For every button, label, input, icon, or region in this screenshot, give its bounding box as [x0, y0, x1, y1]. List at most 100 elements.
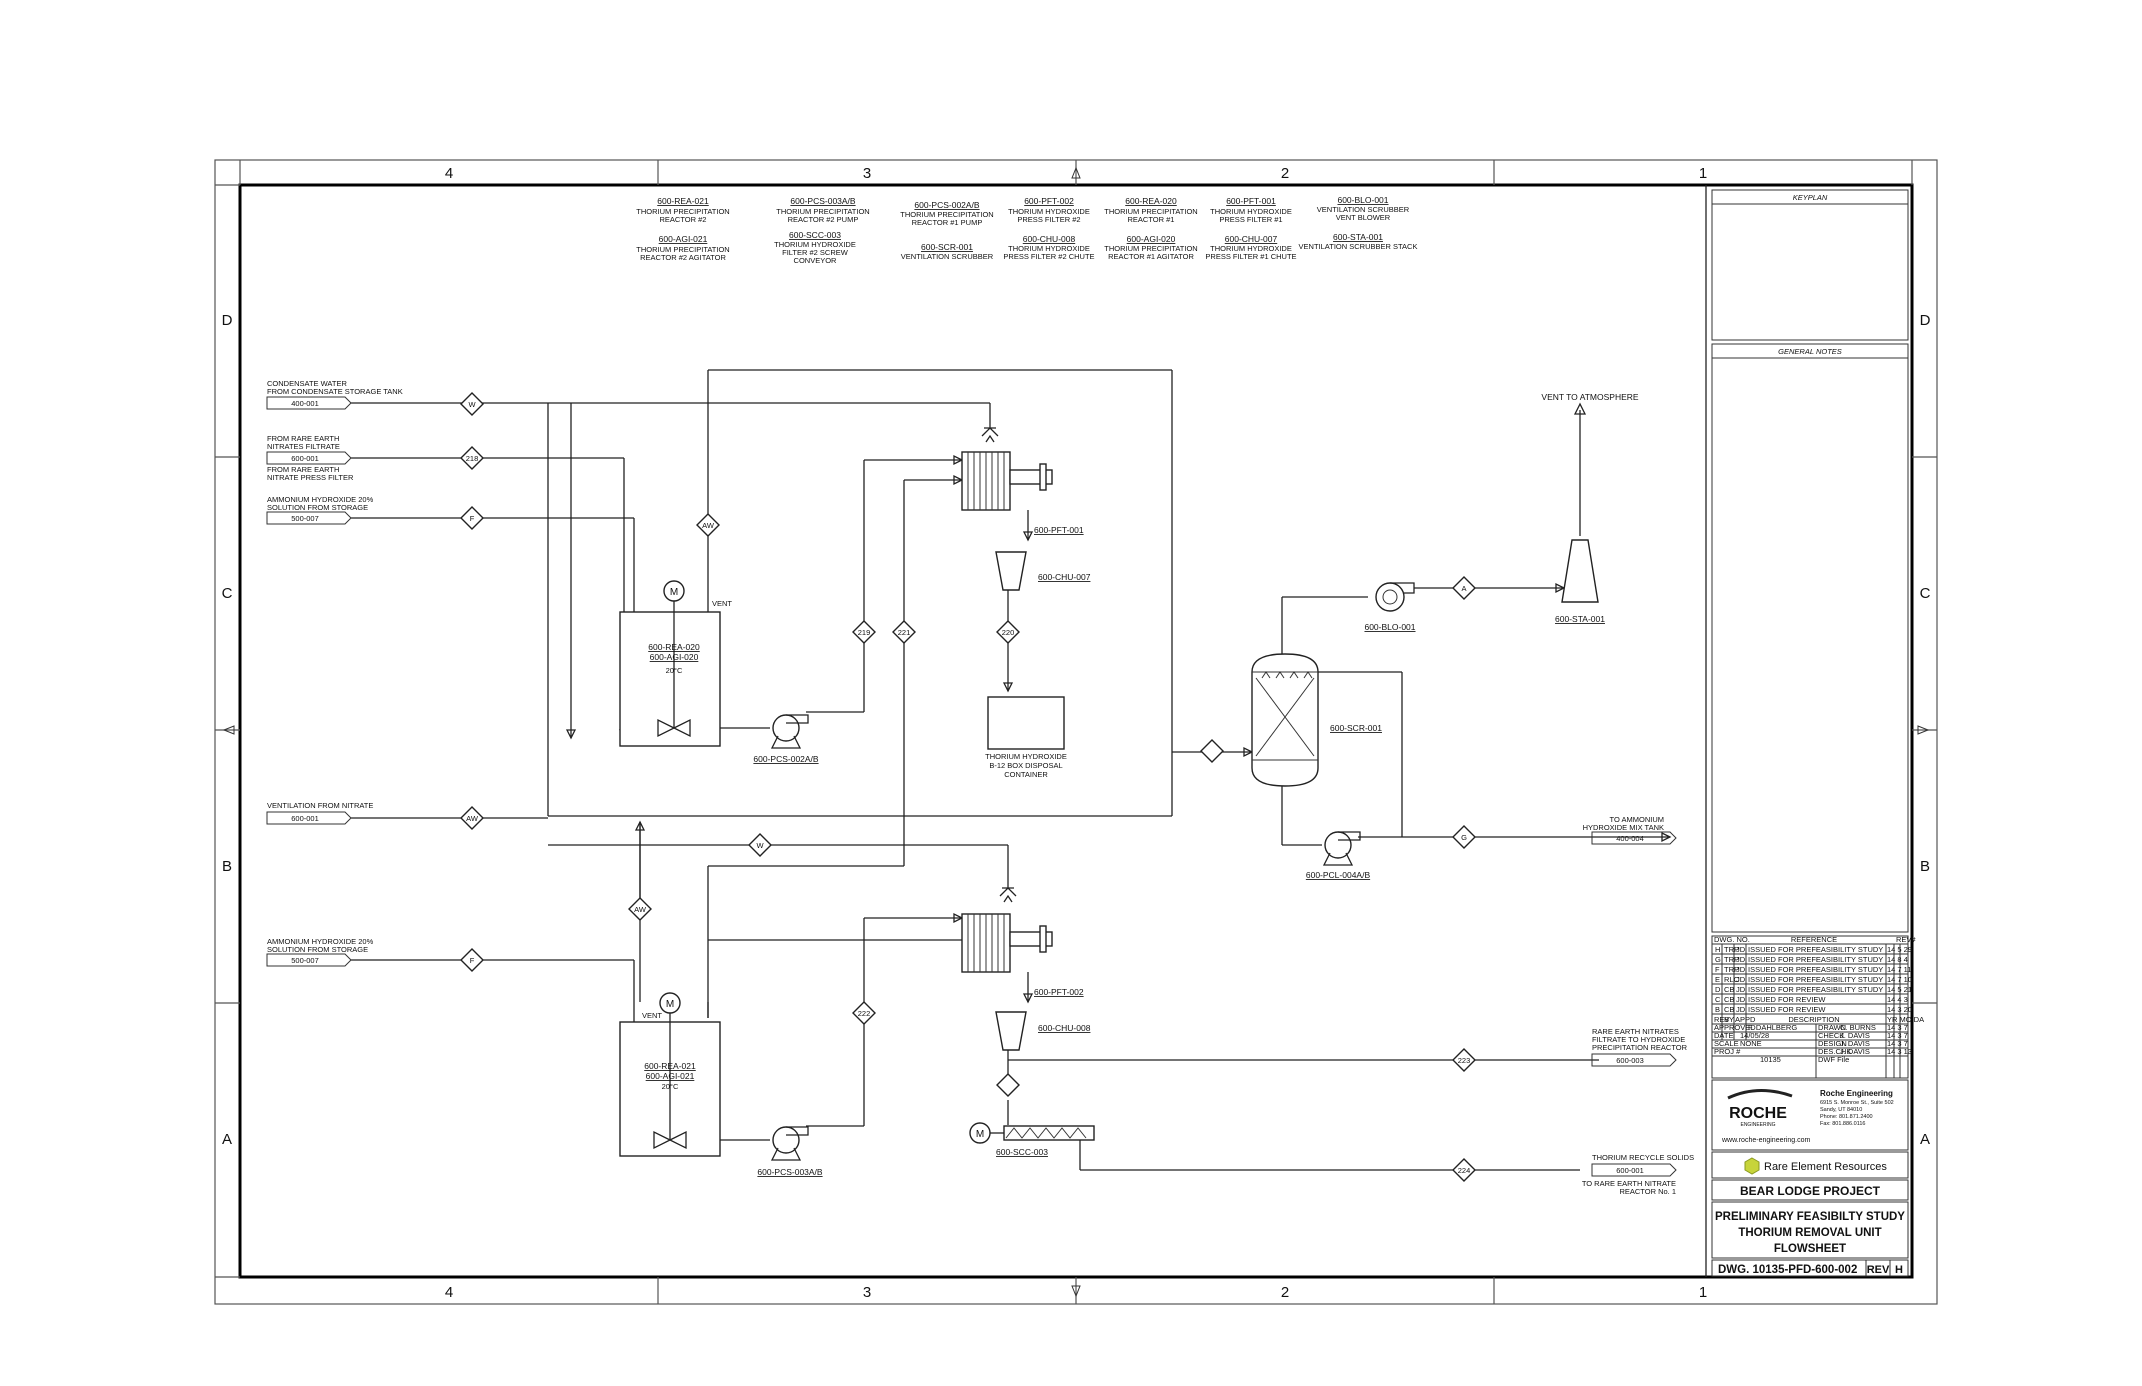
output-rare-earth-filtrate: RARE EARTH NITRATES FILTRATE TO HYDROXID…: [1591, 1027, 1688, 1067]
revision-columns: REV BY APPD DESCRIPTION YR MO DA: [1712, 1015, 1924, 1025]
approval-cell: DES.CHK: [1818, 1047, 1851, 1056]
legend-desc: THORIUM HYDROXIDE: [1210, 244, 1292, 253]
scrubber: 600-SCR-001: [1251, 653, 1382, 787]
approval-cell: J. DAVIS: [1840, 1039, 1870, 1048]
legend-item: 600-SCC-003 THORIUM HYDROXIDE FILTER #2 …: [774, 230, 856, 265]
input-desc: SOLUTION FROM STORAGE: [267, 945, 368, 954]
output-recycle: THORIUM RECYCLE SOLIDS 600-001 TO RARE E…: [1582, 1153, 1694, 1196]
company-fax: Fax: 801.886.0116: [1820, 1121, 1865, 1127]
legend-desc: THORIUM PRECIPITATION: [776, 207, 869, 216]
equipment-tag: 600-REA-020: [648, 642, 700, 652]
stream-marker: F: [460, 948, 484, 972]
stream-id: 223: [1458, 1056, 1471, 1065]
approval-cell: F. DAHLBERG: [1748, 1023, 1797, 1032]
rev-cell: 14 4 3: [1887, 995, 1908, 1004]
input-condensate: CONDENSATE WATER FROM CONDENSATE STORAGE…: [266, 379, 403, 410]
stream-id: 224: [1458, 1166, 1471, 1175]
blower: 600-BLO-001: [1364, 582, 1416, 632]
approval-row: APPROVED F. DAHLBERG DRAWN C. BURNS 14 3…: [1712, 1023, 1908, 1033]
legend-desc: THORIUM PRECIPITATION: [1104, 244, 1197, 253]
rev-cell: JD: [1736, 1005, 1746, 1014]
pump-pcl-004: 600-PCL-004A/B: [1306, 831, 1370, 880]
equipment-tag: 600-CHU-007: [1038, 572, 1091, 582]
equipment-tag: 600-BLO-001: [1364, 622, 1415, 632]
input-ref: 400-001: [291, 399, 319, 408]
approval-row: DATE 14/05/28 CHECK J. DAVIS 14 3 7: [1712, 1031, 1908, 1041]
vent-label: VENT: [712, 599, 732, 608]
approval-cell: 14 3 7: [1887, 1023, 1908, 1032]
legend-item: 600-AGI-020 THORIUM PRECIPITATION REACTO…: [1104, 234, 1197, 261]
company-address: Sandy, UT 84010: [1820, 1107, 1862, 1113]
stream-marker: 223: [1452, 1048, 1476, 1072]
filter-press-2: 600-PFT-002 600-CHU-008: [961, 882, 1091, 1051]
legend-desc: PRESS FILTER #2: [1017, 215, 1080, 224]
output-desc: PRECIPITATION REACTOR: [1592, 1043, 1688, 1052]
rev-cell: JD: [1736, 945, 1746, 954]
stream-marker: 219: [852, 620, 876, 644]
stream-marker: W: [748, 833, 772, 857]
title-block: KEYPLAN GENERAL NOTES DWG. NO. REFERENCE…: [1705, 185, 1924, 1277]
bin-label: CONTAINER: [1004, 770, 1048, 779]
rev-cell: E: [1715, 975, 1720, 984]
output-desc: TO AMMONIUM: [1610, 815, 1664, 824]
approval-cell: 14 3 7: [1887, 1039, 1908, 1048]
rev-cell: JD: [1736, 975, 1746, 984]
stream-id: AW: [702, 521, 715, 530]
stream-marker: A: [1452, 576, 1476, 600]
input-ventilation: VENTILATION FROM NITRATE 600-001: [266, 801, 373, 825]
stack: 600-STA-001 VENT TO ATMOSPHERE: [1541, 392, 1638, 624]
row-label: D: [1920, 312, 1931, 329]
output-ref: 400-004: [1616, 834, 1644, 843]
row-labels-left: D C B A: [222, 312, 233, 1148]
input-desc: SOLUTION FROM STORAGE: [267, 503, 368, 512]
bin-label: THORIUM HYDROXIDE: [985, 752, 1067, 761]
legend-item: 600-STA-001 VENTILATION SCRUBBER STACK: [1299, 232, 1418, 251]
rev-cell: 14 5 29: [1887, 945, 1912, 954]
input-rare-earth: FROM RARE EARTH NITRATES FILTRATE 600-00…: [266, 434, 354, 482]
process-piping: [351, 369, 1672, 1171]
disposal-bin: THORIUM HYDROXIDE B-12 BOX DISPOSAL CONT…: [985, 696, 1067, 779]
keyplan-label: KEYPLAN: [1793, 193, 1828, 202]
pump-pcs-002: 600-PCS-002A/B: [753, 714, 819, 764]
row-label: D: [222, 312, 233, 329]
legend-tag: 600-PCS-003A/B: [790, 196, 856, 206]
filter-press-1: 600-PFT-001 600-CHU-007: [961, 422, 1091, 591]
stream-marker: AW: [460, 806, 484, 830]
legend-item: 600-PFT-001 THORIUM HYDROXIDE PRESS FILT…: [1210, 196, 1292, 224]
equipment-tag: 600-CHU-008: [1038, 1023, 1091, 1033]
equipment-tag: 600-AGI-021: [646, 1071, 695, 1081]
rev-cell: CB: [1724, 995, 1734, 1004]
company-name: Roche Engineering: [1820, 1089, 1893, 1098]
output-desc: RARE EARTH NITRATES: [1592, 1027, 1679, 1036]
rev-col: YR MO DA: [1887, 1015, 1924, 1024]
stream-marker: 218: [460, 446, 484, 470]
legend-item: 600-BLO-001 VENTILATION SCRUBBER VENT BL…: [1317, 195, 1410, 222]
output-desc: TO RARE EARTH NITRATE: [1582, 1179, 1676, 1188]
rev-cell: F: [1715, 965, 1720, 974]
rev-value: H: [1895, 1264, 1903, 1276]
revision-row: G TRP JD ISSUED FOR PREFEASIBILITY STUDY…: [1712, 955, 1908, 965]
rev-cell: JD: [1736, 995, 1746, 1004]
input-desc: FROM RARE EARTH: [267, 434, 339, 443]
legend-item: 600-CHU-008 THORIUM HYDROXIDE PRESS FILT…: [1003, 234, 1094, 261]
rev-cell: 14 5 21: [1887, 985, 1912, 994]
rev-header: DWG. NO.: [1714, 935, 1750, 944]
stream-id: 219: [858, 628, 871, 637]
legend-tag: 600-AGI-021: [659, 234, 708, 244]
legend-tag: 600-BLO-001: [1337, 195, 1388, 205]
legend-item: 600-AGI-021 THORIUM PRECIPITATION REACTO…: [636, 234, 729, 262]
stream-id: 218: [466, 454, 479, 463]
legend-desc: PRESS FILTER #1: [1219, 215, 1282, 224]
legend-tag: 600-PFT-002: [1024, 196, 1074, 206]
stream-id: 222: [858, 1009, 871, 1018]
project-name: BEAR LODGE PROJECT: [1740, 1184, 1881, 1198]
legend-desc: THORIUM PRECIPITATION: [636, 245, 729, 254]
reactor-1: M VENT 600-REA-020 600-AGI-020 20°C: [619, 580, 732, 747]
rev-cell: ISSUED FOR PREFEASIBILITY STUDY: [1748, 975, 1883, 984]
revision-row: H TRP JD ISSUED FOR PREFEASIBILITY STUDY…: [1712, 945, 1912, 955]
column-label: 1: [1699, 165, 1707, 182]
legend-desc: THORIUM HYDROXIDE: [1008, 207, 1090, 216]
rev-cell: JD: [1736, 965, 1746, 974]
legend-desc: THORIUM HYDROXIDE: [1210, 207, 1292, 216]
approval-cell: C. BURNS: [1840, 1023, 1876, 1032]
